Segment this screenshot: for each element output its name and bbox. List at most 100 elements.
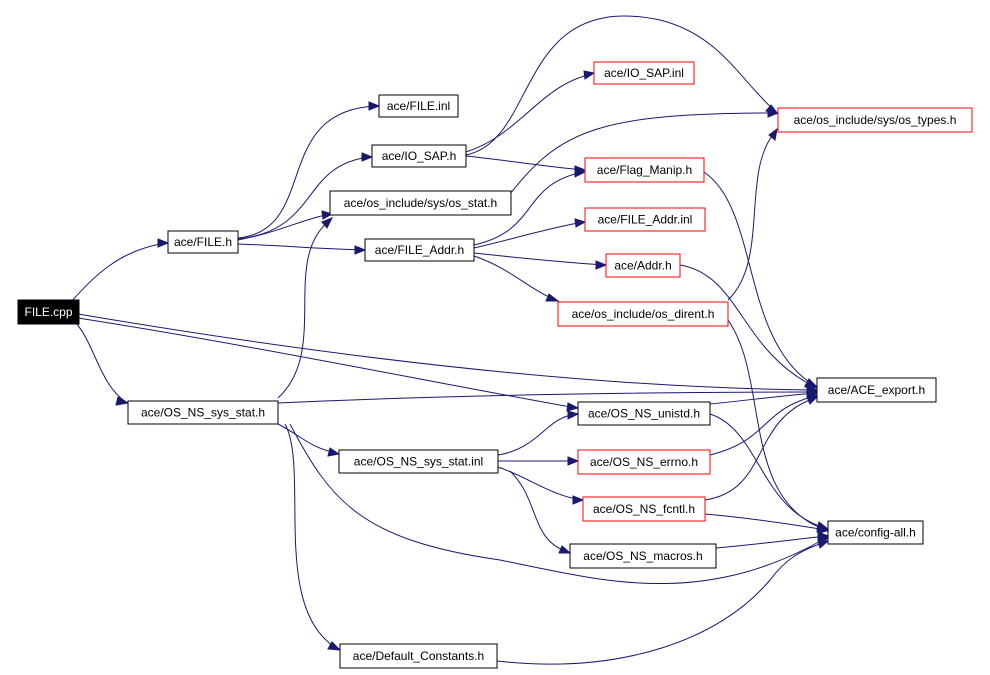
edge-file-h-to-file-inl [237,105,378,239]
edge-file-h-to-file-addr-h [237,243,364,251]
node-ace-export-h[interactable]: ace/ACE_export.h [816,377,937,403]
node-box [777,107,973,133]
edge-os-dirent-h-to-os-types-h [727,130,777,301]
node-label: ace/OS_NS_unistd.h [588,407,700,421]
edge-addr-h-to-ace-export-h [679,264,816,388]
node-label: ace/Flag_Manip.h [597,163,692,177]
edge-file-addr-h-to-file-addr-inl [473,221,584,249]
edge-file-cpp-to-os-ns-sys-stat-h [75,322,127,403]
node-label: ace/os_include/os_dirent.h [572,307,715,321]
node-label: ace/OS_NS_fcntl.h [593,502,695,516]
node-os-ns-sys-stat-inl[interactable]: ace/OS_NS_sys_stat.inl [338,449,499,474]
edge-file-cpp-to-os-ns-sys-stat-h-arrow [115,396,130,406]
edge-flag-manip-h-to-ace-export-h [703,171,816,387]
edge-file-addr-h-to-flag-manip-h [473,171,584,246]
edge-file-h-to-file-inl-arrow [368,101,381,111]
edge-os-ns-sys-stat-h-to-os-stat-h-arrow [321,217,334,229]
edge-os-ns-sys-stat-inl-to-os-ns-unistd-h-arrow [567,410,580,420]
edge-os-ns-unistd-h-to-ace-export-h [709,392,816,405]
edge-file-addr-h-to-addr-h [473,252,605,266]
node-label: ace/OS_NS_macros.h [583,549,702,563]
node-box [557,301,729,327]
edge-default-constants-h-to-config-all-h [496,541,827,665]
node-box [605,253,681,278]
edge-os-ns-fcntl-h-to-config-all-h [704,513,827,531]
node-label: ace/ACE_export.h [828,383,925,397]
node-box [329,190,512,216]
node-label: ace/os_include/sys/os_stat.h [344,196,497,210]
edge-file-cpp-to-os-ns-unistd-h [77,317,577,409]
node-box [816,377,937,403]
node-addr-h[interactable]: ace/Addr.h [605,253,681,278]
edge-file-addr-h-to-os-dirent-h-arrow [545,293,560,302]
node-label: ace/FILE_Addr.h [375,243,464,257]
node-label: ace/IO_SAP.h [382,149,457,163]
node-label: ace/Addr.h [614,259,671,273]
edge-os-ns-fcntl-h-to-ace-export-h [704,397,816,501]
node-file-addr-inl[interactable]: ace/FILE_Addr.inl [584,207,706,232]
node-box [127,400,279,425]
edge-file-h-to-file-addr-h-arrow [354,245,367,255]
edge-os-dirent-h-to-os-types-h-arrow [768,127,778,141]
edge-os-ns-sys-stat-h-to-ace-export-h [277,391,816,404]
node-file-addr-h[interactable]: ace/FILE_Addr.h [364,238,475,262]
node-box [584,207,706,232]
edge-os-stat-h-to-os-types-h-arrow [767,108,780,118]
node-os-dirent-h[interactable]: ace/os_include/os_dirent.h [557,301,729,327]
edge-os-ns-macros-h-to-config-all-h-arrow [817,531,830,541]
node-os-ns-macros-h[interactable]: ace/OS_NS_macros.h [569,543,717,569]
node-box [339,643,498,669]
node-label: ace/OS_NS_sys_stat.inl [354,455,483,469]
edge-default-constants-h-to-config-all-h-arrow [817,540,830,549]
edge-io-sap-h-to-os-types-h [465,15,777,156]
node-label: ace/IO_SAP.inl [604,66,684,80]
edge-os-ns-errno-h-to-ace-export-h [709,395,816,456]
edge-os-ns-sys-stat-inl-to-os-ns-fcntl-h-arrow [572,495,585,505]
node-box [593,61,695,85]
node-os-stat-h[interactable]: ace/os_include/sys/os_stat.h [329,190,512,216]
node-label: ace/os_include/sys/os_types.h [794,113,957,127]
edge-file-addr-h-to-flag-manip-h-arrow [574,168,587,178]
node-label: ace/OS_NS_errno.h [590,455,698,469]
node-io-sap-h[interactable]: ace/IO_SAP.h [371,144,467,168]
node-io-sap-inl[interactable]: ace/IO_SAP.inl [593,61,695,85]
edge-io-sap-h-to-io-sap-inl [465,73,593,153]
node-box [577,401,711,426]
edge-os-ns-fcntl-h-to-config-all-h-arrow [817,525,830,535]
edge-os-ns-sys-stat-inl-to-os-ns-macros-h [509,470,569,553]
node-file-cpp[interactable]: FILE.cpp [17,299,80,325]
graph-edges [69,15,830,665]
edge-os-ns-sys-stat-inl-to-os-ns-unistd-h [497,413,577,456]
edge-os-ns-sys-stat-h-to-os-stat-h [277,219,331,399]
node-os-ns-unistd-h[interactable]: ace/OS_NS_unistd.h [577,401,711,426]
graph-nodes: FILE.cppace/FILE.hace/OS_NS_sys_stat.hac… [17,61,973,669]
node-box [582,496,706,522]
node-box [371,144,467,168]
edge-file-h-to-os-stat-h-arrow [321,210,334,220]
edge-os-stat-h-to-os-types-h [509,112,777,195]
node-os-ns-fcntl-h[interactable]: ace/OS_NS_fcntl.h [582,496,706,522]
edge-file-h-to-os-stat-h [237,213,331,241]
node-label: ace/FILE.h [174,235,232,249]
node-box [569,543,717,569]
edge-os-ns-sys-stat-inl-to-os-ns-errno-h-arrow [567,456,580,466]
node-box [364,238,475,262]
edge-os-ns-sys-stat-h-to-config-all-h [289,423,827,585]
node-label: FILE.cpp [24,305,72,319]
edge-file-cpp-to-file-h-arrow [157,238,170,248]
node-config-all-h[interactable]: ace/config-all.h [827,520,924,545]
edge-file-addr-h-to-file-addr-inl-arrow [574,218,587,228]
node-file-h[interactable]: ace/FILE.h [167,230,239,254]
edge-os-ns-sys-stat-inl-to-os-ns-macros-h-arrow [558,545,572,554]
node-os-ns-sys-stat-h[interactable]: ace/OS_NS_sys_stat.h [127,400,279,425]
node-file-inl[interactable]: ace/FILE.inl [378,94,459,118]
node-label: ace/OS_NS_sys_stat.h [141,406,265,420]
node-os-types-h[interactable]: ace/os_include/sys/os_types.h [777,107,973,133]
edge-io-sap-h-to-io-sap-inl-arrow [583,70,596,80]
node-default-constants-h[interactable]: ace/Default_Constants.h [339,643,498,669]
edge-file-cpp-to-ace-export-h [77,313,816,391]
node-os-ns-errno-h[interactable]: ace/OS_NS_errno.h [577,449,711,475]
node-flag-manip-h[interactable]: ace/Flag_Manip.h [584,157,705,183]
node-box [338,449,499,474]
